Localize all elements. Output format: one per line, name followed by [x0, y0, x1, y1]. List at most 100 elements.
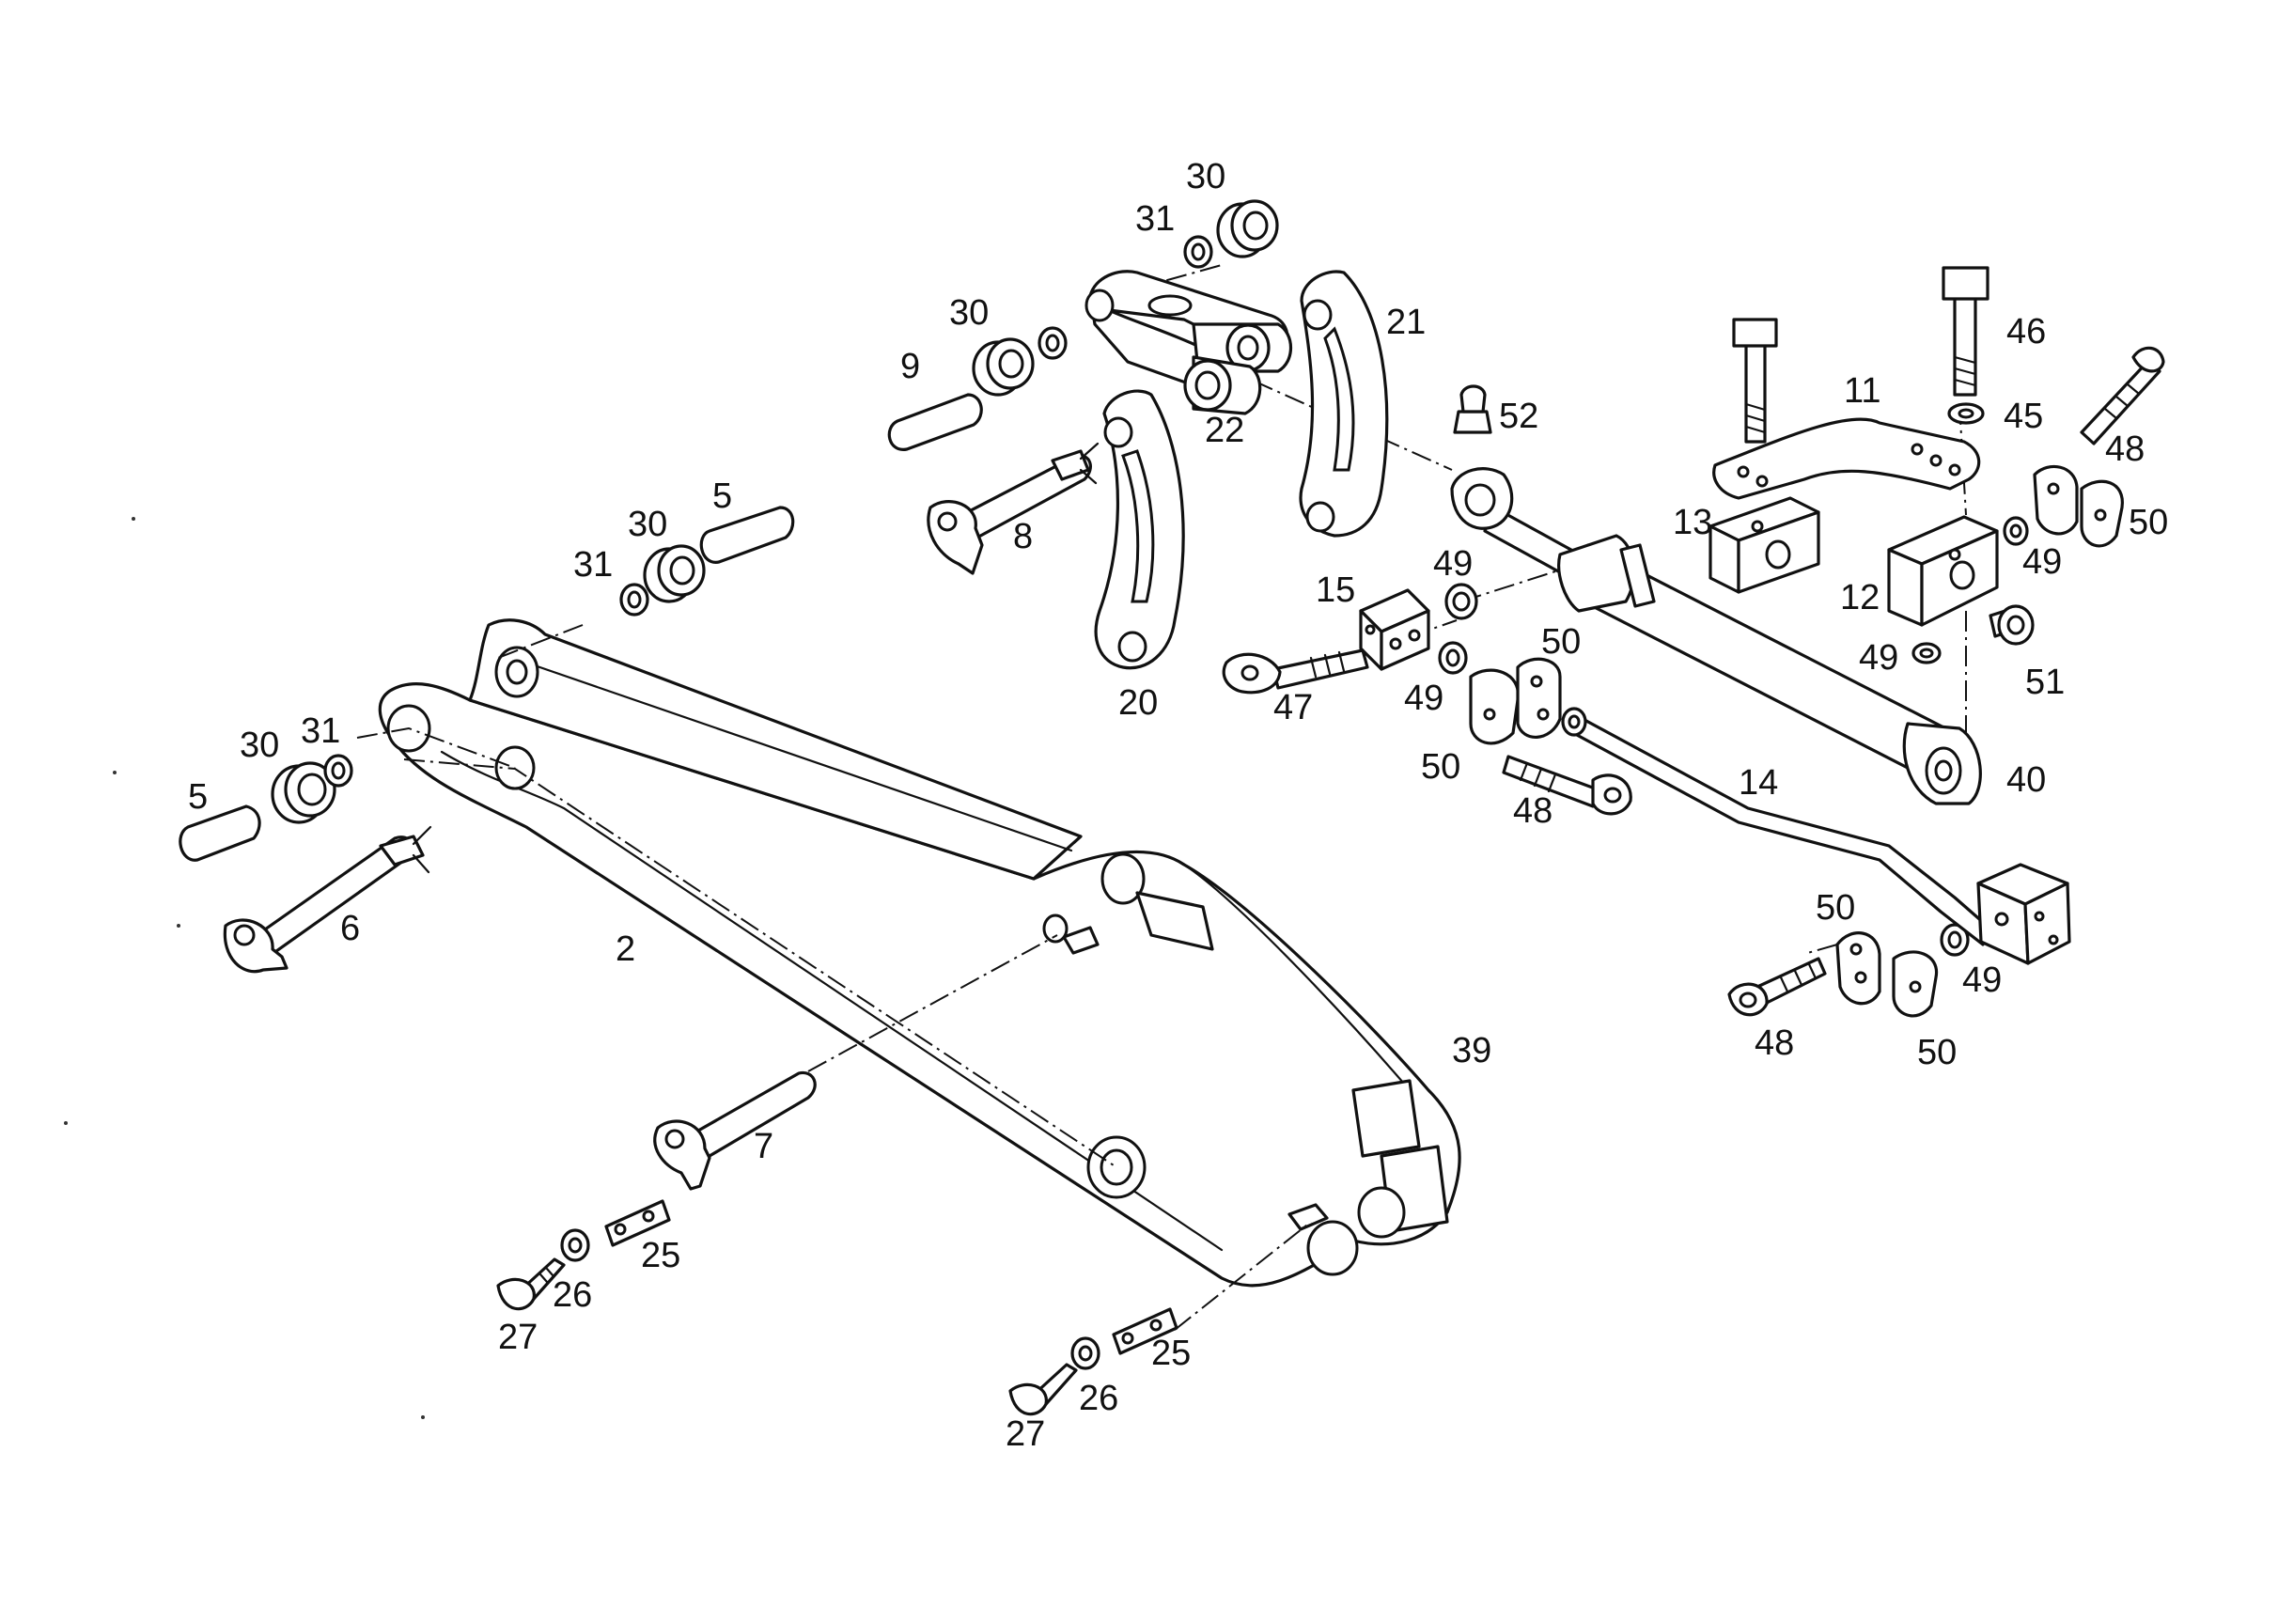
bolt-part-27-right — [1008, 1363, 1078, 1416]
bushing-part-30-upper — [643, 544, 706, 603]
bolt-part-48-lower — [1727, 957, 1827, 1017]
label-45: 45 — [2004, 397, 2043, 436]
washer-part-49-c — [2003, 516, 2029, 546]
label-52: 52 — [1499, 397, 1538, 436]
plug-part-51 — [1989, 604, 2035, 646]
bolt-part-47 — [1222, 648, 1369, 695]
bushing-part-30-top — [1216, 199, 1279, 258]
block-part-15 — [1359, 588, 1430, 671]
label-48-mid: 48 — [1513, 791, 1552, 831]
pin-part-5-lower — [179, 804, 261, 862]
label-5-upper: 5 — [712, 476, 732, 516]
plate-part-25-right — [1112, 1307, 1178, 1355]
label-27-right: 27 — [1006, 1414, 1045, 1454]
washer-part-45 — [1947, 402, 1985, 425]
label-25-right: 25 — [1151, 1334, 1191, 1373]
part-reference-labels: 5 5 30 30 30 30 31 31 31 6 2 7 8 9 20 21… — [188, 157, 2168, 1454]
label-31-top: 31 — [1135, 199, 1175, 239]
link-part-21 — [1299, 270, 1389, 538]
label-2: 2 — [616, 929, 635, 969]
label-49-lower: 49 — [1962, 960, 2002, 1000]
bracket-part-11 — [1712, 417, 1981, 500]
rocker-part-22 — [1084, 270, 1292, 415]
bolt-part-46 — [1942, 266, 1989, 397]
clamp-half-part-50-mid-a — [1469, 668, 1520, 745]
label-51: 51 — [2025, 663, 2065, 702]
boom-arm-part-2 — [378, 618, 1461, 1288]
washer-part-31-upper — [619, 583, 649, 617]
label-25-left: 25 — [641, 1236, 680, 1275]
label-47: 47 — [1273, 688, 1313, 727]
label-50-right: 50 — [2129, 503, 2168, 542]
label-49-lower-mid: 49 — [1404, 679, 1443, 718]
pin-part-9 — [887, 393, 983, 451]
label-50-mid-left: 50 — [1421, 747, 1460, 787]
label-14: 14 — [1739, 763, 1778, 803]
clamp-block-part-13 — [1708, 496, 1820, 594]
bushing-part-30-lower — [271, 761, 336, 824]
label-21: 21 — [1386, 303, 1426, 342]
label-50-lower-top: 50 — [1816, 888, 1855, 928]
label-30-top: 30 — [1186, 157, 1225, 196]
label-26-left: 26 — [553, 1275, 592, 1315]
label-22: 22 — [1205, 411, 1244, 450]
plate-part-25-left — [604, 1199, 671, 1247]
pin-part-5-upper — [699, 506, 795, 564]
label-48-lower: 48 — [1755, 1023, 1794, 1063]
label-48-right: 48 — [2105, 429, 2145, 469]
label-30-upper: 30 — [628, 505, 667, 544]
washer-part-26-right — [1070, 1336, 1100, 1370]
label-39: 39 — [1452, 1031, 1491, 1070]
label-50-mid-top: 50 — [1541, 622, 1581, 662]
washer-part-26-left — [560, 1228, 590, 1262]
hydraulic-cylinder-part-40 — [1450, 467, 1982, 805]
label-8: 8 — [1013, 517, 1033, 556]
washer-part-49-a — [1444, 583, 1478, 620]
washer-part-49-b — [1438, 641, 1468, 675]
label-27-left: 27 — [498, 1318, 538, 1357]
clamp-half-part-50-lower-b — [1892, 950, 1939, 1018]
clamp-half-part-50-mid-b — [1516, 657, 1562, 739]
washer-part-49-d — [1911, 642, 1942, 664]
label-13: 13 — [1673, 503, 1712, 542]
clamp-half-part-50-lower-a — [1835, 931, 1881, 1006]
label-49-bracket: 49 — [1859, 638, 1898, 678]
label-31-lower: 31 — [301, 711, 340, 751]
label-50-lower-bottom: 50 — [1917, 1033, 1957, 1072]
label-30-mid: 30 — [949, 293, 989, 333]
pipe-block — [1976, 863, 2071, 965]
label-46: 46 — [2006, 312, 2046, 351]
clamp-half-part-50-right-a — [2033, 464, 2079, 536]
label-30-lower: 30 — [240, 726, 279, 765]
label-26-right: 26 — [1079, 1379, 1118, 1418]
bolt-bracket-left — [1732, 318, 1778, 444]
label-9: 9 — [900, 347, 920, 386]
label-7: 7 — [754, 1127, 773, 1166]
washer-part-31-top — [1183, 235, 1213, 269]
bolt-part-48-mid — [1502, 755, 1632, 816]
label-49-upper-mid: 49 — [1433, 544, 1473, 584]
pin-part-8 — [927, 442, 1100, 575]
bolt-part-27-left — [496, 1257, 566, 1311]
pin-part-7 — [653, 1070, 817, 1191]
label-5-lower: 5 — [188, 777, 208, 817]
pin-part-6 — [223, 825, 432, 974]
clamp-half-part-50-right-b — [2080, 479, 2124, 548]
washer-part-31-mid — [1038, 326, 1068, 360]
label-31-upper: 31 — [573, 545, 613, 585]
grease-fitting-part-52 — [1453, 384, 1492, 434]
clamp-block-part-12 — [1887, 515, 1999, 627]
pipe-part-14 — [1561, 707, 1994, 946]
label-40: 40 — [2006, 760, 2046, 800]
label-15: 15 — [1316, 570, 1355, 610]
bushing-part-30-mid — [972, 337, 1035, 397]
washer-part-49-e — [1940, 923, 1970, 957]
bolt-part-48-right — [2080, 346, 2165, 445]
label-12: 12 — [1840, 578, 1880, 617]
label-6: 6 — [340, 909, 360, 948]
label-11: 11 — [1844, 371, 1880, 411]
label-20: 20 — [1118, 683, 1158, 723]
label-49-right: 49 — [2022, 542, 2062, 582]
link-part-20 — [1094, 389, 1185, 670]
